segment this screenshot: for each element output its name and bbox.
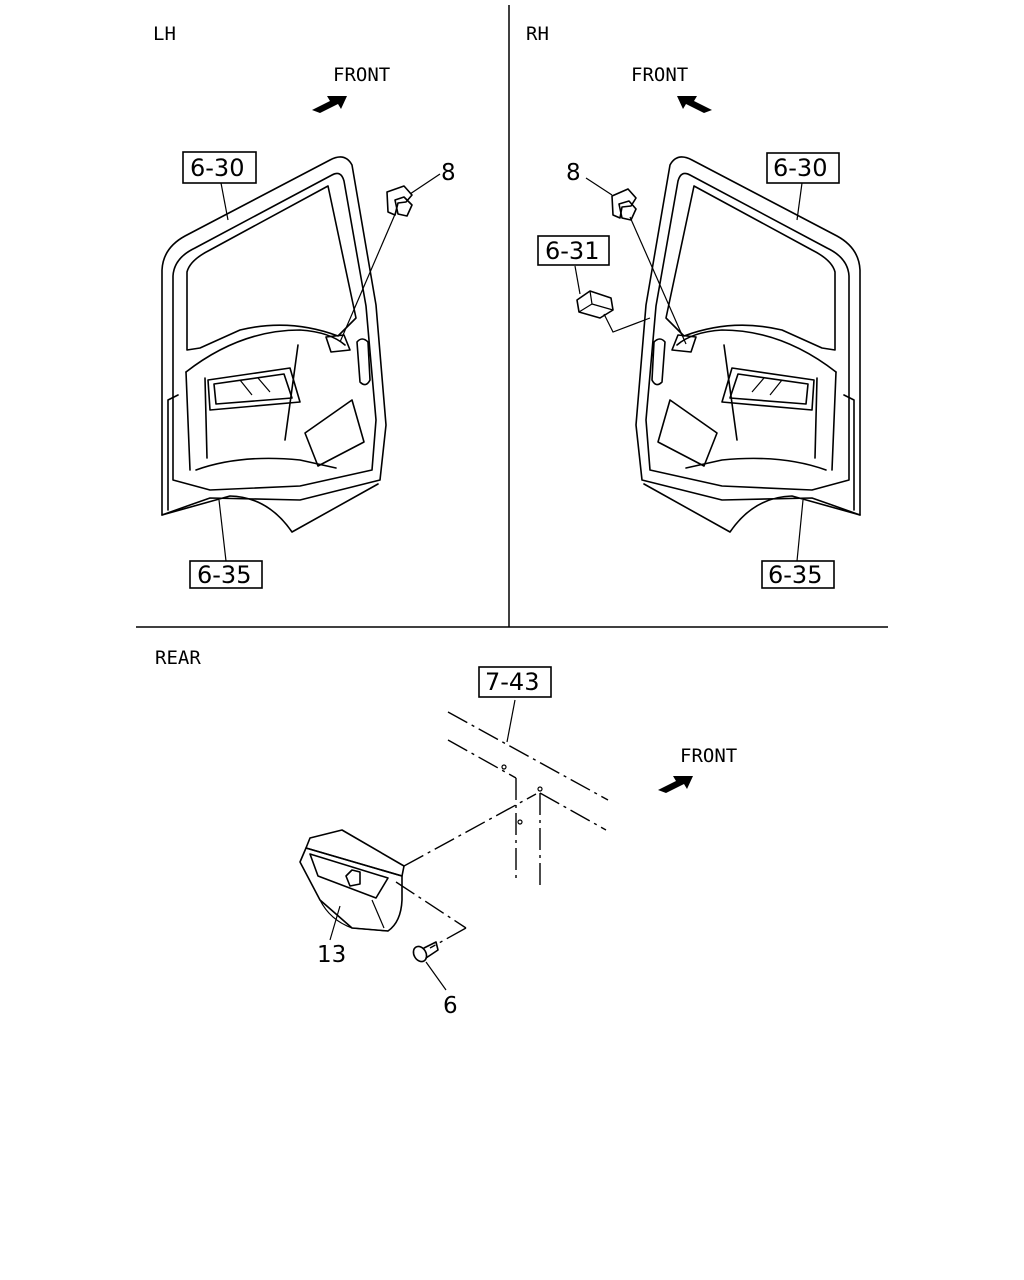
rh-ref-6-30: 6-30 (766, 152, 840, 221)
lh-clip-part (339, 185, 413, 343)
lh-door-frame (161, 156, 387, 533)
rh-switch-part (574, 265, 651, 333)
svg-text:6-31: 6-31 (545, 237, 599, 265)
rh-ref-6-35: 6-35 (761, 499, 835, 589)
rear-lamp-housing (299, 793, 537, 949)
rh-front-label: FRONT (631, 64, 688, 86)
svg-text:6-30: 6-30 (190, 154, 244, 182)
svg-text:6-30: 6-30 (773, 154, 827, 182)
rh-label: RH (526, 23, 549, 45)
rear-front-label: FRONT (680, 745, 737, 767)
lh-front-arrow-icon (312, 96, 347, 113)
svg-text:7-43: 7-43 (485, 668, 539, 696)
rear-front-arrow-icon (658, 776, 693, 793)
rh-clip-part (611, 188, 687, 345)
rh-panel: RH FRONT 8 (526, 23, 861, 589)
rear-callout-13: 13 (317, 942, 346, 968)
lh-ref-6-35: 6-35 (189, 499, 263, 589)
lh-label: LH (153, 23, 176, 45)
rear-screw (412, 941, 447, 991)
lh-panel: LH FRONT 8 (153, 23, 456, 589)
rh-callout-8: 8 (566, 160, 581, 186)
rear-panel: REAR FRONT 7-43 (155, 647, 737, 1019)
svg-text:6-35: 6-35 (768, 561, 822, 589)
lh-ref-6-30: 6-30 (182, 151, 257, 221)
lh-front-label: FRONT (333, 64, 390, 86)
svg-text:6-35: 6-35 (197, 561, 251, 589)
rh-front-arrow-icon (677, 96, 712, 113)
rh-door-frame (635, 156, 861, 533)
lh-callout-8: 8 (441, 160, 456, 186)
rear-label: REAR (155, 647, 201, 669)
rear-body-panel (447, 699, 609, 890)
rh-ref-6-31: 6-31 (537, 235, 610, 266)
rear-ref-7-43: 7-43 (478, 666, 552, 698)
rear-callout-6: 6 (443, 993, 458, 1019)
